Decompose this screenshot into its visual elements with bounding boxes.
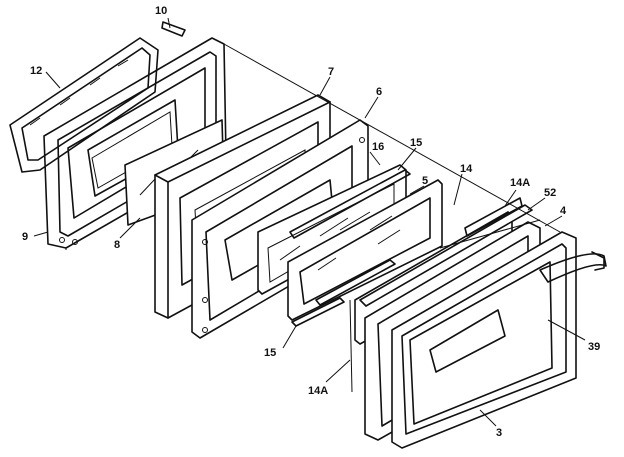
- callout-12: 12: [30, 65, 42, 77]
- callouts: 10 12 9 8 7 6 15 16 5 14 14A 52 4 39 15 …: [22, 5, 600, 439]
- callout-8: 8: [114, 239, 120, 251]
- callout-52: 52: [544, 187, 556, 199]
- callout-15-lower: 15: [264, 347, 276, 359]
- callout-4: 4: [560, 205, 567, 217]
- part-39-front-door: [391, 231, 607, 449]
- callout-6: 6: [376, 86, 382, 98]
- callout-7: 7: [328, 66, 334, 78]
- part-14a-52-strip: [359, 197, 533, 307]
- callout-9: 9: [22, 231, 28, 243]
- leader-lines: [33, 17, 586, 427]
- explosion-lines: [65, 43, 561, 393]
- part-15-trim-lower: [291, 297, 345, 327]
- callout-14a-upper: 14A: [510, 177, 530, 189]
- callout-3: 3: [496, 427, 502, 439]
- callout-5: 5: [422, 175, 428, 187]
- callout-10: 10: [155, 5, 167, 17]
- part-12-gasket: [9, 37, 159, 173]
- callout-16: 16: [372, 141, 384, 153]
- part-10-clip: [161, 21, 186, 37]
- callout-39: 39: [588, 341, 600, 353]
- callout-14a-lower: 14A: [308, 385, 328, 397]
- callout-15-upper: 15: [410, 137, 422, 149]
- callout-14: 14: [460, 163, 473, 175]
- part-5-outer-glass: [287, 179, 443, 321]
